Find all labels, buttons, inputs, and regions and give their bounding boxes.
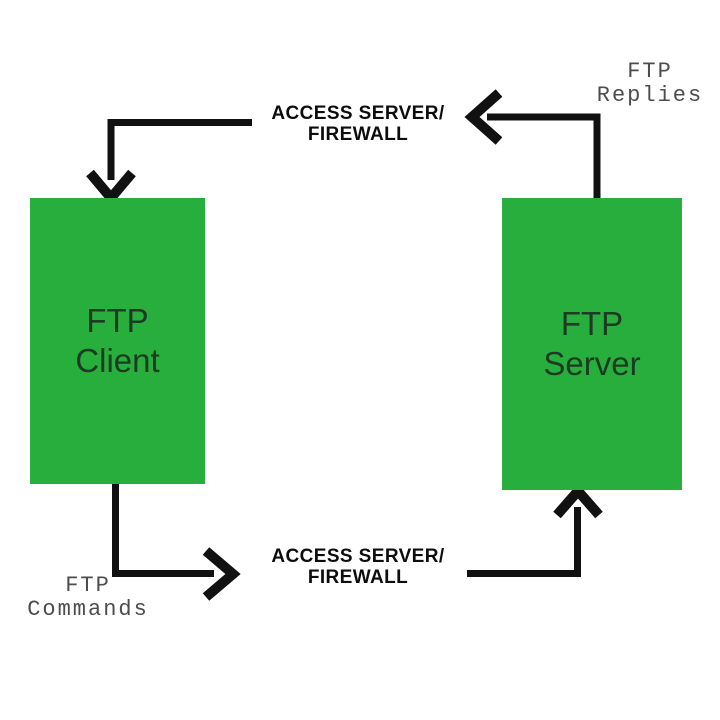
ftp-client-label-line2: Client bbox=[75, 342, 160, 379]
ftp-server-label-line1: FTP bbox=[560, 305, 624, 342]
ftp-replies-line1: FTP bbox=[627, 59, 673, 84]
gateway-top-line1: ACCESS SERVER/ bbox=[271, 103, 445, 124]
ftp-server-label-line2: Server bbox=[543, 345, 641, 382]
ftp-client-node: FTP Client bbox=[30, 198, 205, 484]
arrow-replies-to-client bbox=[86, 89, 601, 206]
arrowhead-up-icon bbox=[553, 483, 603, 519]
access-server-firewall-label-bottom: ACCESS SERVER/ FIREWALL bbox=[252, 546, 464, 588]
arrow-commands-to-server bbox=[112, 483, 603, 601]
ftp-replies-label: FTP Replies bbox=[585, 60, 715, 108]
ftp-replies-line2: Replies bbox=[596, 83, 704, 108]
gateway-bottom-line2: FIREWALL bbox=[307, 567, 409, 588]
gateway-top-line2: FIREWALL bbox=[307, 124, 409, 145]
arrowhead-right-icon bbox=[202, 547, 241, 601]
ftp-commands-label: FTP Commands bbox=[22, 574, 154, 622]
access-server-firewall-label-top: ACCESS SERVER/ FIREWALL bbox=[252, 103, 464, 145]
ftp-server-node: FTP Server bbox=[502, 198, 682, 490]
ftp-client-label-line1: FTP bbox=[86, 302, 149, 339]
gateway-bottom-line1: ACCESS SERVER/ bbox=[271, 546, 445, 567]
ftp-commands-line1: FTP bbox=[65, 573, 111, 598]
arrowhead-left-icon bbox=[464, 89, 503, 145]
ftp-commands-line2: Commands bbox=[27, 597, 149, 622]
